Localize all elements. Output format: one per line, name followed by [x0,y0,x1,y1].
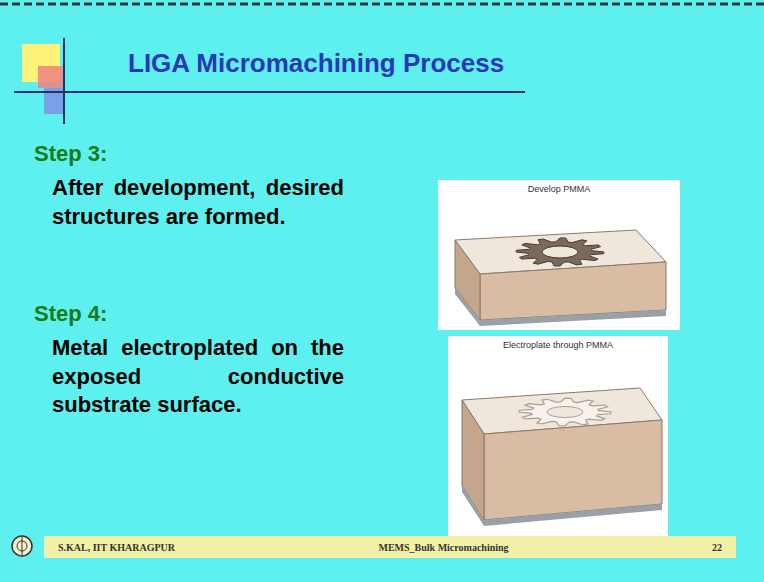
plated-gear [519,398,611,426]
step-heading: Step 4: [34,300,234,329]
deco-line [63,38,65,124]
plated-block [462,388,662,526]
image-caption: Develop PMMA [438,184,680,195]
footer-bar: S.KAL, IIT KHARAGPURMEMS_Bulk Micromachi… [44,536,736,558]
image-panel [438,180,680,330]
step-text: After development, desired structures ar… [52,174,344,231]
slide-title: LIGA Micromachining Process [128,48,504,79]
footer-text: MEMS_Bulk Micromachining [175,542,712,553]
deco-square [38,66,64,88]
image-panel: Electroplate through PMMA [448,336,668,540]
image-panel: Develop PMMA [438,180,680,330]
gear-hub [542,246,578,258]
top-rule [0,3,764,6]
gear-hub [547,407,583,418]
footer-text: S.KAL, IIT KHARAGPUR [58,542,175,553]
iit-logo [12,536,32,556]
deco-line [14,91,525,93]
pmma-block [455,230,666,326]
image-caption: Electroplate through PMMA [448,340,668,351]
slide-number: 22 [712,542,722,553]
step-text: Metal electroplated on the exposed condu… [52,334,344,420]
step-heading: Step 3: [34,140,234,169]
image-panel [448,336,668,540]
gear-cavity [516,238,604,266]
